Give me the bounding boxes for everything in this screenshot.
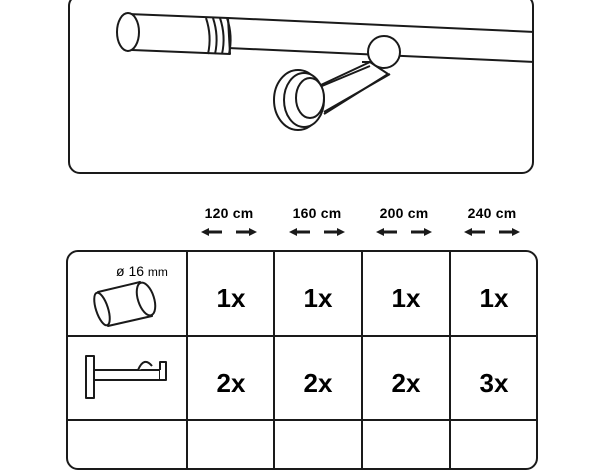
double-arrow-icon: [201, 228, 257, 236]
quantity-cell: 3x: [479, 368, 509, 398]
quantity-cell: 1x: [303, 283, 333, 313]
quantity-cell: 2x: [303, 368, 333, 398]
length-label: 120 cm: [204, 205, 254, 221]
column-divider: [273, 252, 275, 468]
quantity-cell: 1x: [479, 283, 509, 313]
quantity-cell: 2x: [391, 368, 421, 398]
rod-icon: [93, 281, 157, 327]
bracket-icon: [85, 355, 167, 399]
row-divider: [68, 335, 536, 337]
length-header-160: 160 cm: [273, 205, 361, 237]
quantity-table: ø 16 mm 1x 1x 1x 1x 2x 2x 2x 3x: [66, 250, 538, 470]
rod-diameter-label: ø 16 mm: [116, 263, 168, 279]
curtain-rod-finial-illustration: [116, 12, 532, 131]
quantity-cell: 1x: [391, 283, 421, 313]
quantity-cell: 2x: [216, 368, 246, 398]
length-header-240: 240 cm: [448, 205, 536, 237]
column-divider: [186, 252, 188, 468]
illustration-frame: [68, 0, 534, 174]
length-label: 200 cm: [379, 205, 429, 221]
length-label: 160 cm: [292, 205, 342, 221]
double-arrow-icon: [464, 228, 520, 236]
diameter-unit: mm: [147, 265, 168, 279]
double-arrow-icon: [289, 228, 345, 236]
double-arrow-icon: [376, 228, 432, 236]
quantity-cell: 1x: [216, 283, 246, 313]
length-header-120: 120 cm: [185, 205, 273, 237]
diameter-value: ø 16: [116, 263, 145, 279]
row-divider: [68, 419, 536, 421]
length-header-200: 200 cm: [360, 205, 448, 237]
column-divider: [361, 252, 363, 468]
length-label: 240 cm: [467, 205, 517, 221]
column-divider: [449, 252, 451, 468]
